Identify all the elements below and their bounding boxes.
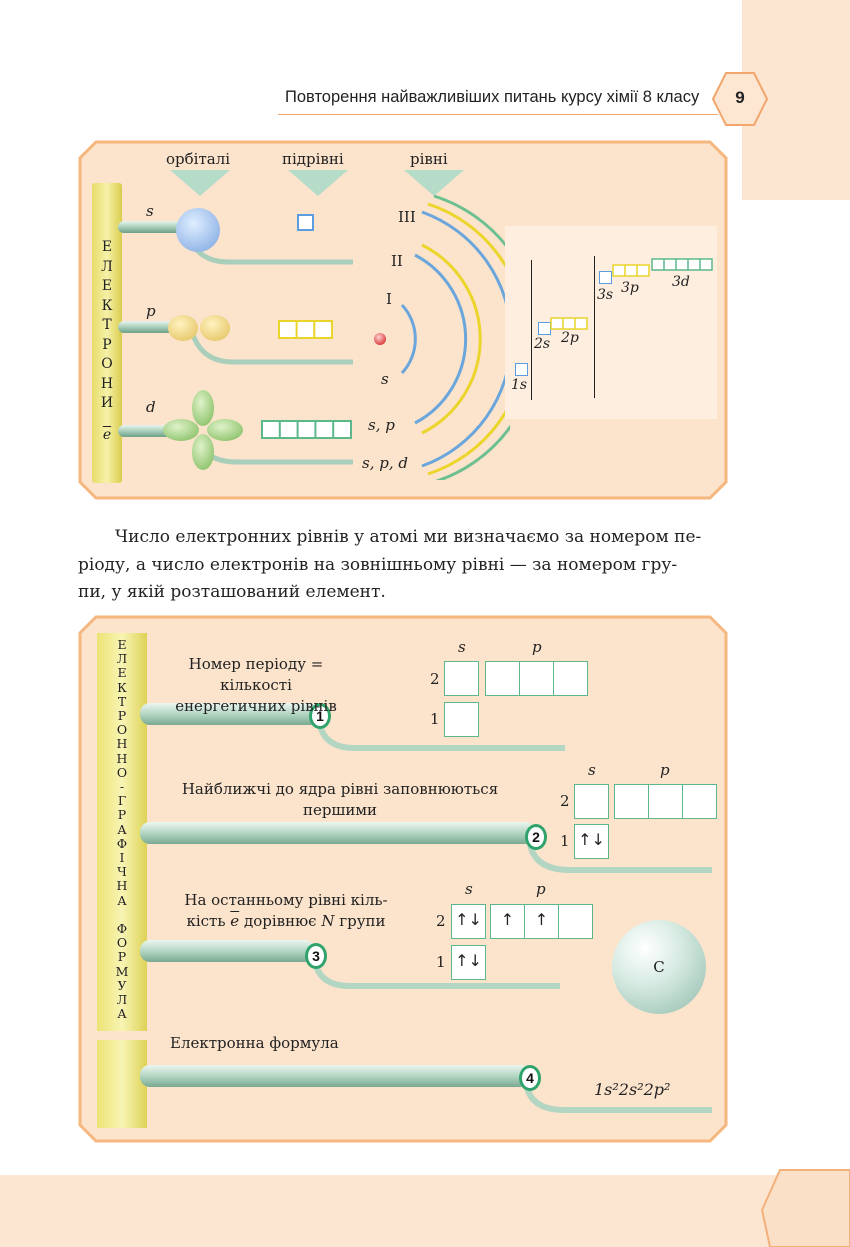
level-label-III: III	[398, 208, 416, 226]
carbon-atom-sphere	[612, 920, 706, 1014]
divider-2	[594, 256, 595, 398]
step2-cell-1s: ↑↓	[574, 824, 609, 859]
step-2-badge: 2	[525, 824, 547, 850]
step1-cell-1s	[444, 702, 479, 737]
step-3-badge: 3	[305, 943, 327, 969]
boxes-2p	[550, 317, 588, 330]
step1-level-2: 2	[430, 670, 440, 688]
page-number: 9	[735, 88, 745, 107]
step2-cell-2p-1	[614, 784, 649, 819]
step1-sublabel-p: p	[532, 638, 542, 656]
shell-label-sp: s, p	[368, 416, 395, 434]
boxes-3p	[612, 264, 650, 277]
label-1s: 1s	[511, 377, 528, 393]
step2-sublabel-s: s	[588, 761, 596, 779]
shell-label-spd: s, p, d	[362, 454, 408, 472]
step3-level-1: 1	[436, 953, 446, 971]
corner-hexagon	[760, 1169, 850, 1247]
step-3-text: На останньому рівні кіль- кість e дорівн…	[184, 891, 388, 930]
carbon-atom-label: C	[653, 958, 665, 976]
label-2s: 2s	[534, 336, 551, 352]
shell-label-s: s	[381, 370, 389, 388]
energy-level-arcs	[374, 194, 510, 480]
level-label-I: I	[386, 290, 392, 308]
orbital-label-d: d	[146, 398, 156, 416]
paragraph: Число електронних рівнів у атомі ми визн…	[78, 527, 702, 602]
divider-1	[531, 260, 532, 400]
orbital-label-p: p	[146, 302, 156, 320]
step-4-text: Електронна формула	[170, 1034, 339, 1052]
step2-cell-2s	[574, 784, 609, 819]
step3-cell-2p-3	[558, 904, 593, 939]
header-rule	[278, 114, 718, 115]
step3-level-2: 2	[436, 912, 446, 930]
orbital-label-s: s	[146, 202, 154, 220]
step3-cell-2s: ↑↓	[451, 904, 486, 939]
energy-diagram-bg	[505, 226, 717, 419]
label-2p: 2p	[561, 330, 579, 346]
electrons-bar	[92, 183, 122, 483]
box-3s	[599, 271, 612, 284]
orbital-branches	[118, 208, 353, 470]
formula-bar	[97, 1040, 147, 1128]
step1-sublabel-s: s	[458, 638, 466, 656]
col-sublevels-title: підрівні	[282, 150, 344, 168]
step3-cell-2p-1: ↑	[490, 904, 525, 939]
step3-sublabel-s: s	[465, 880, 473, 898]
page-number-hexagon	[712, 72, 768, 126]
sublevel-d-boxes	[261, 420, 352, 439]
electron-formula: 1s²2s²2p²	[594, 1080, 671, 1099]
sublevel-p-boxes	[278, 320, 333, 339]
sublevel-s-box	[297, 214, 314, 231]
step2-level-2: 2	[560, 792, 570, 810]
step2-level-1: 1	[560, 832, 570, 850]
label-3d: 3d	[672, 274, 690, 290]
bottom-band	[0, 1175, 850, 1247]
page-header-title: Повторення найважливіших питань курсу хі…	[285, 88, 700, 106]
col-levels-title: рівні	[410, 150, 448, 168]
step2-cell-2p-2	[648, 784, 683, 819]
down-arrows	[170, 170, 464, 196]
step-1-badge: 1	[309, 703, 331, 729]
label-3p: 3p	[621, 280, 639, 296]
level-label-II: II	[391, 252, 403, 270]
boxes-3d	[651, 258, 713, 271]
step1-cell-2p-1	[485, 661, 520, 696]
step1-level-1: 1	[430, 710, 440, 728]
step2-cell-2p-3	[682, 784, 717, 819]
step1-cell-2s	[444, 661, 479, 696]
step3-sublabel-p: p	[536, 880, 546, 898]
box-1s	[515, 363, 528, 376]
step-4-badge: 4	[519, 1065, 541, 1091]
step1-cell-2p-3	[553, 661, 588, 696]
step2-sublabel-p: p	[660, 761, 670, 779]
step3-cell-1s: ↑↓	[451, 945, 486, 980]
step1-cell-2p-2	[519, 661, 554, 696]
col-orbitals-title: орбіталі	[166, 150, 231, 168]
step3-cell-2p-2: ↑	[524, 904, 559, 939]
graphic-formula-bar	[97, 633, 147, 1031]
label-3s: 3s	[597, 287, 614, 303]
